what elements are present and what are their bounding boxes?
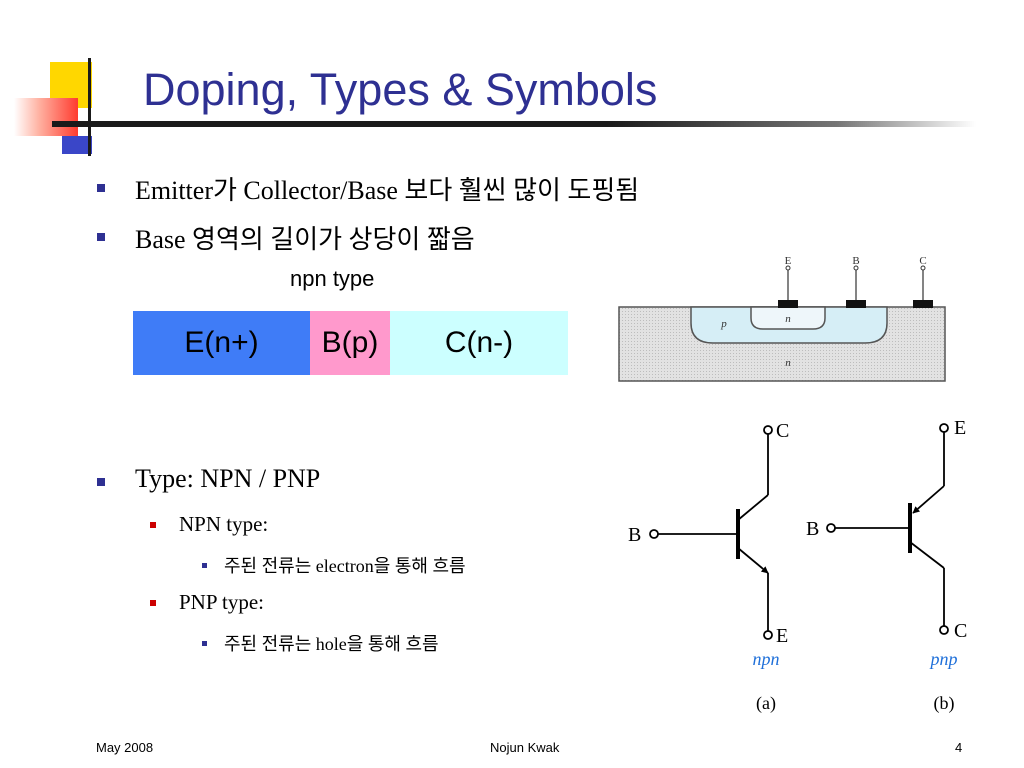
collector-region: C(n-) (390, 311, 568, 375)
terminal-c-label: C (919, 255, 926, 267)
npn-collector-diag (737, 494, 769, 521)
decor-vertical-line (88, 58, 91, 156)
pnp-base-terminal (826, 523, 836, 533)
collector-terminal (920, 265, 926, 271)
sub-sub-bullet-marker (202, 563, 207, 568)
bullet-marker (97, 233, 105, 241)
sub-sub-bullet-marker (202, 641, 207, 646)
npn-c-label: C (776, 420, 789, 442)
emitter-contact (778, 300, 798, 308)
pnp-b-label: B (806, 518, 819, 540)
npn-type-label: npn type (290, 266, 375, 291)
region-p-label: p (720, 318, 727, 330)
pnp-emitter-arrow (912, 485, 945, 514)
npn-e-label: E (776, 625, 788, 647)
decor-blue-square (62, 136, 92, 154)
pnp-emitter-terminal (939, 423, 949, 433)
collector-contact (913, 300, 933, 308)
footer-date: May 2008 (96, 740, 154, 755)
pnp-caption: pnp (929, 649, 958, 669)
base-region: B(p) (310, 311, 390, 375)
pnp-collector-terminal (939, 625, 949, 635)
npn-type-heading: NPN type: (179, 512, 269, 536)
decor-red-square (14, 98, 78, 136)
panel-a-label: (a) (756, 693, 776, 714)
title-underline (52, 121, 976, 127)
terminal-e-label: E (785, 255, 792, 267)
bullet-type: Type: NPN / PNP (135, 464, 321, 493)
bullet-marker (97, 184, 105, 192)
npn-symbol: C B E npn (a) (628, 420, 789, 714)
pnp-type-heading: PNP type: (179, 590, 264, 614)
pnp-c-label: C (954, 620, 967, 642)
bullet-marker (97, 478, 105, 486)
npn-base-terminal (649, 529, 659, 539)
npn-caption: npn (753, 649, 780, 669)
region-n-emitter-label: n (785, 313, 791, 325)
emitter-region: E(n+) (133, 311, 310, 375)
sub-bullet-marker (150, 522, 156, 528)
pnp-collector-diag (909, 541, 945, 569)
pnp-current-text: 주된 전류는 hole을 통해 흐름 (224, 634, 439, 654)
transistor-symbols: C B E npn (a) E B C pnp (b) (628, 417, 967, 714)
panel-b-label: (b) (934, 693, 955, 714)
base-contact (846, 300, 866, 308)
slide-title: Doping, Types & Symbols (143, 64, 658, 115)
terminal-b-label: B (852, 255, 859, 267)
emitter-terminal (785, 265, 791, 271)
pnp-e-label: E (954, 417, 966, 439)
footer-author: Nojun Kwak (490, 740, 560, 755)
npn-current-text: 주된 전류는 electron을 통해 흐름 (224, 556, 466, 576)
emitter-well (750, 306, 826, 330)
footer-page-number: 4 (955, 740, 963, 755)
npn-collector-terminal (763, 425, 773, 435)
base-terminal (853, 265, 859, 271)
sub-bullet-marker (150, 600, 156, 606)
bullet-base-length: Base 영역의 길이가 상당이 짧음 (135, 225, 475, 254)
pnp-symbol: E B C pnp (b) (806, 417, 967, 714)
bullet-emitter-doping: Emitter가 Collector/Base 보다 훨씬 많이 도핑됨 (135, 176, 640, 205)
transistor-cross-section: E B C p n n (618, 255, 946, 382)
region-n-collector-label: n (785, 357, 791, 369)
npn-b-label: B (628, 524, 641, 546)
npn-emitter-arrow (737, 547, 769, 574)
npn-emitter-terminal (763, 630, 773, 640)
